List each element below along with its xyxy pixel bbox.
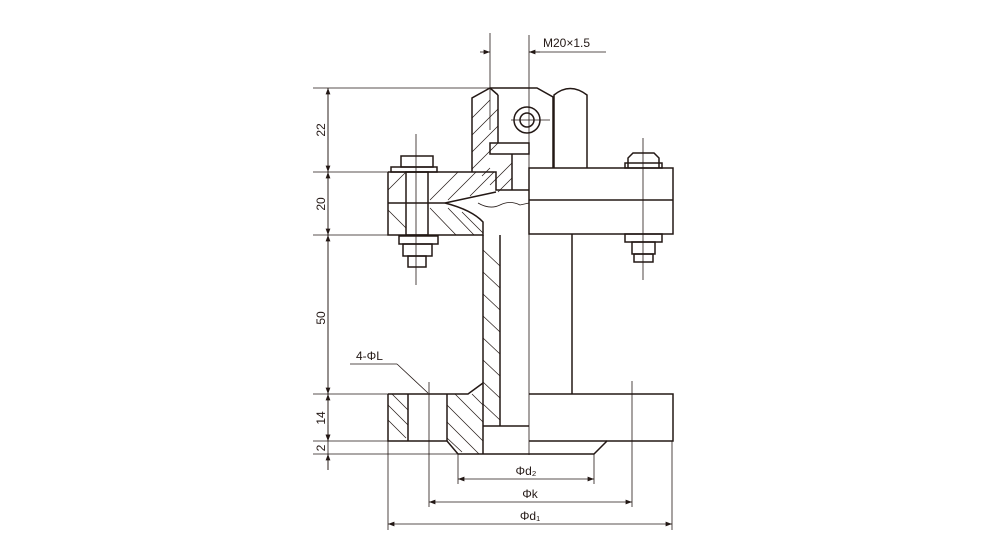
dim-14: 14 [314,411,328,425]
dim-22: 22 [314,123,328,137]
dim-2: 2 [314,444,328,451]
pipe [482,234,573,426]
thread-label: M20×1.5 [543,36,590,50]
holes-label: 4-ΦL [356,349,383,363]
upper-left-flange [387,171,530,236]
height-dimensions: 22 20 50 14 2 [313,87,537,470]
k-label: Φk [522,487,539,501]
holes-callout: 4-ΦL [350,349,429,394]
hex-fitting [471,87,588,193]
d1-label: Φd₁ [520,509,540,523]
dim-50: 50 [314,311,328,325]
diameter-dimensions: Φd₂ Φk Φd₁ [387,381,673,530]
bottom-flange [387,382,674,455]
d2-label: Φd₂ [516,464,537,478]
dim-20: 20 [314,197,328,211]
left-bolt [390,134,439,285]
right-bolt [624,138,663,280]
upper-right-flange [528,167,674,235]
thread-dimension: M20×1.5 [480,33,606,130]
